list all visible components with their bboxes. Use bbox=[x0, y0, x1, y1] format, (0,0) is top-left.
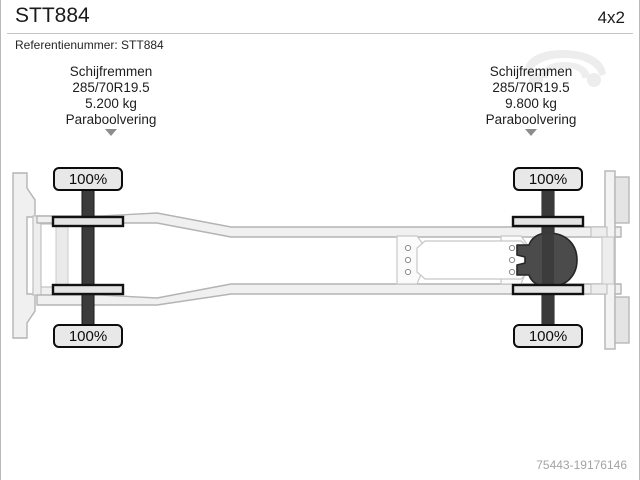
rear-axle-capacity: 9.800 kg bbox=[505, 96, 557, 111]
axle-configuration-label: 4x2 bbox=[597, 8, 625, 27]
page-title: STT884 bbox=[15, 4, 90, 27]
chassis-diagram bbox=[1, 155, 639, 365]
front-axle-brakes: Schijfremmen bbox=[69, 64, 153, 79]
rear-crossmember bbox=[590, 170, 630, 350]
rear-axle-specs: Schijfremmen 285/70R19.5 9.800 kg Parabo… bbox=[431, 64, 631, 136]
rear-right-tire-badge[interactable]: 100% bbox=[513, 324, 583, 348]
front-axle-suspension: Paraboolvering bbox=[65, 112, 157, 127]
rear-axle-suspension: Paraboolvering bbox=[485, 112, 577, 127]
header: STT884 4x2 bbox=[1, 0, 639, 33]
crossmember-plates bbox=[396, 235, 530, 285]
front-axle-capacity: 5.200 kg bbox=[85, 96, 137, 111]
chassis-rail-lower bbox=[36, 283, 622, 306]
header-divider bbox=[7, 33, 633, 34]
rear-axle-pointer-icon bbox=[525, 129, 537, 136]
photo-identifier: 75443-19176146 bbox=[536, 458, 627, 472]
front-axle-tire-size: 285/70R19.5 bbox=[72, 80, 150, 95]
rear-axle bbox=[511, 174, 585, 348]
front-axle-specs: Schijfremmen 285/70R19.5 5.200 kg Parabo… bbox=[11, 64, 211, 136]
front-bumper bbox=[12, 172, 36, 339]
chassis-diagram-svg bbox=[12, 170, 630, 350]
front-right-tire-badge[interactable]: 100% bbox=[53, 324, 123, 348]
reference-number: Referentienummer: STT884 bbox=[15, 38, 164, 52]
front-axle-pointer-icon bbox=[105, 129, 117, 136]
front-left-tire-badge[interactable]: 100% bbox=[53, 167, 123, 191]
rear-axle-brakes: Schijfremmen bbox=[489, 64, 573, 79]
rear-axle-tire-size: 285/70R19.5 bbox=[492, 80, 570, 95]
rear-left-tire-badge[interactable]: 100% bbox=[513, 167, 583, 191]
